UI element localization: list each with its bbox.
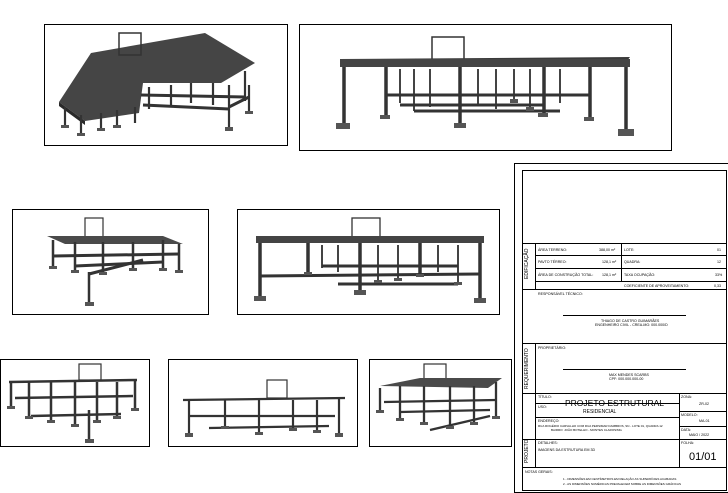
structure-3d-render	[47, 217, 183, 306]
uso-label: USO:	[538, 405, 547, 409]
title-block-inner: EDIFICAÇÃO REQUERIMENTO PROJETO ÁREA TER…	[522, 170, 727, 491]
structure-3d-render	[59, 32, 255, 136]
titulo-label: TÍTULO:	[538, 395, 552, 399]
notas-label: NOTAS GERAIS:	[525, 470, 553, 474]
pavto-terreo-value: 128,1 m²	[602, 260, 617, 264]
area-construcao-value: 128,1 m²	[602, 273, 617, 277]
structure-3d-render	[182, 379, 346, 437]
taxa-ocupacao-value: 33%	[715, 273, 723, 277]
edificacao-side-label: EDIFICAÇÃO	[524, 248, 530, 279]
structure-view-6	[168, 359, 358, 447]
structure-3d-render	[254, 217, 486, 303]
responsavel-name: THIAGO DE CASTRO GUIMARÃES	[601, 319, 660, 323]
project-title: PROJETO ESTRUTURAL	[565, 398, 665, 408]
coeficiente-value: 0,33	[714, 284, 721, 288]
proprietario-cpf: CPF: 000.000.000-00	[609, 377, 644, 381]
folha-value: 01/01	[689, 451, 717, 463]
detalhes-value: IMAGENS DA ESTRUTURA EM 3D	[538, 448, 596, 452]
proprietario-label: PROPRIETÁRIO:	[538, 346, 567, 350]
detalhes-label: DETALHES:	[538, 441, 558, 445]
modelo-value: MA-01	[699, 419, 710, 423]
quadra-label: QUADRA:	[624, 260, 641, 264]
structure-view-4	[237, 209, 500, 315]
quadra-value: 12	[717, 260, 721, 264]
folha-label: FOLHA:	[681, 441, 694, 445]
structure-view-7	[369, 359, 512, 447]
structure-view-1	[44, 24, 288, 146]
endereco-line1: RUA ROGÉRIO CARVALHO COM RUA PERSIMAR DA…	[538, 424, 663, 428]
structure-view-2	[299, 24, 672, 151]
structure-3d-render	[7, 363, 139, 443]
nota-1: 1 - DIMENSÕES EM CENTÍMETROS EM RELAÇÃO …	[563, 477, 677, 481]
requerimento-side-label: REQUERIMENTO	[524, 348, 530, 389]
lote-value: 01	[717, 248, 721, 252]
structure-3d-render	[376, 363, 502, 432]
taxa-ocupacao-label: TAXA OCUPAÇÃO:	[624, 273, 656, 277]
area-construcao-label: ÁREA DE CONSTRUÇÃO TOTAL:	[538, 273, 594, 277]
modelo-label: MODELO:	[681, 413, 698, 417]
area-terreno-label: ÁREA TERRENO:	[538, 248, 568, 252]
proprietario-name: MAX MENDES SCARBS	[609, 373, 649, 377]
zona-value: ZR-02	[699, 402, 709, 406]
zona-label: ZONA:	[681, 395, 692, 399]
title-block: EDIFICAÇÃO REQUERIMENTO PROJETO ÁREA TER…	[514, 163, 728, 493]
data-value: MAIO / 2022	[689, 433, 710, 437]
structure-view-3	[12, 209, 209, 315]
data-label: DATA:	[681, 428, 692, 432]
endereco-line2: BAIRRO: JOÃO BOTELHO - MONTES CLAROS/MG	[551, 428, 622, 432]
coeficiente-label: COEFICIENTE DE APROVEITAMENTO:	[624, 284, 690, 288]
structure-3d-render	[336, 36, 634, 136]
structure-view-5	[0, 359, 150, 447]
lote-label: LOTE:	[624, 248, 635, 252]
endereco-label: ENDEREÇO:	[538, 419, 560, 423]
uso-value: RESIDENCIAL	[583, 409, 617, 415]
projeto-side-label: PROJETO	[524, 439, 530, 463]
responsavel-detail: ENGENHEIRO CIVIL - CREA-MG: 000.000/D	[595, 323, 668, 327]
nota-2: 2 - AS DIMENSÕES NUMÉRICAS PREVALECEM SO…	[563, 482, 681, 486]
area-terreno-value: 388,00 m²	[599, 248, 616, 252]
pavto-terreo-label: PAVTO TÉRREO:	[538, 260, 567, 264]
responsavel-label: RESPONSÁVEL TÉCNICO:	[538, 292, 583, 296]
